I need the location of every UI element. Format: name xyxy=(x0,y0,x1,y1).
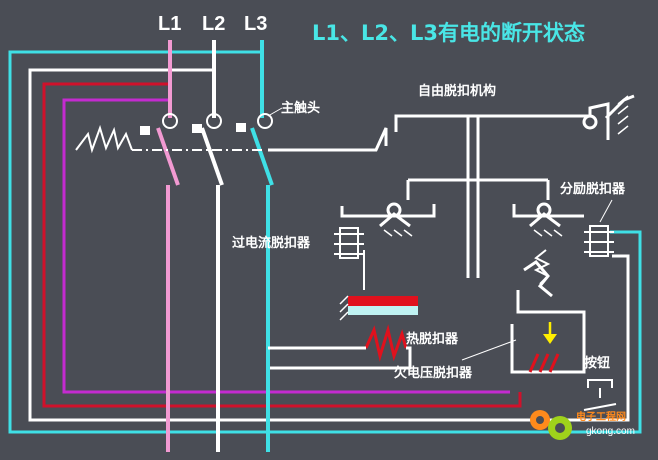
magenta-loop xyxy=(62,98,510,394)
thermal-heater-zigzag xyxy=(364,324,408,362)
diagram-title: L1、L2、L3有电的断开状态 xyxy=(312,21,585,45)
phase-l3-line xyxy=(250,40,274,452)
hatch-marks xyxy=(383,95,629,237)
push-button xyxy=(583,379,617,411)
main-contacts xyxy=(162,113,273,129)
label-free-trip: 自由脱扣机构 xyxy=(418,83,496,99)
down-arrow-icon xyxy=(543,322,557,344)
return-spring xyxy=(75,124,133,154)
shunt-trip-coil xyxy=(584,225,614,257)
cyan-outer-loop xyxy=(8,50,642,434)
phase-l2-line xyxy=(200,40,224,452)
red-loop xyxy=(42,82,522,408)
moving-contacts xyxy=(140,123,246,135)
phase-l1-line xyxy=(156,40,180,452)
thermal-wires xyxy=(268,346,412,370)
undervoltage-coil xyxy=(528,353,560,373)
label-undervoltage-trip: 欠电压脱扣器 xyxy=(394,365,473,381)
phase-label-l1: L1 xyxy=(158,13,181,35)
gear-logo-icon xyxy=(530,410,572,440)
white-outer-loop xyxy=(28,68,630,422)
bimetal-hatch xyxy=(339,295,349,321)
watermark-url: gkong.com xyxy=(586,426,635,437)
label-shunt-trip: 分励脱扣器 xyxy=(560,181,626,197)
bimetal-red-strip xyxy=(348,296,418,306)
leader-lines xyxy=(267,107,613,361)
phase-label-l3: L3 xyxy=(244,13,267,35)
phase-label-l2: L2 xyxy=(202,13,225,35)
label-overcurrent-trip: 过电流脱扣器 xyxy=(232,235,311,251)
label-main-contact: 主触头 xyxy=(281,100,320,116)
label-button: 按钮 xyxy=(584,355,610,371)
label-thermal-trip: 热脱扣器 xyxy=(406,331,459,347)
watermark-cn: 电子工程网 xyxy=(576,410,626,423)
bimetal-cyan-strip xyxy=(348,306,418,315)
undervoltage-spring xyxy=(533,249,551,285)
overcurrent-trip-coil xyxy=(334,227,365,290)
